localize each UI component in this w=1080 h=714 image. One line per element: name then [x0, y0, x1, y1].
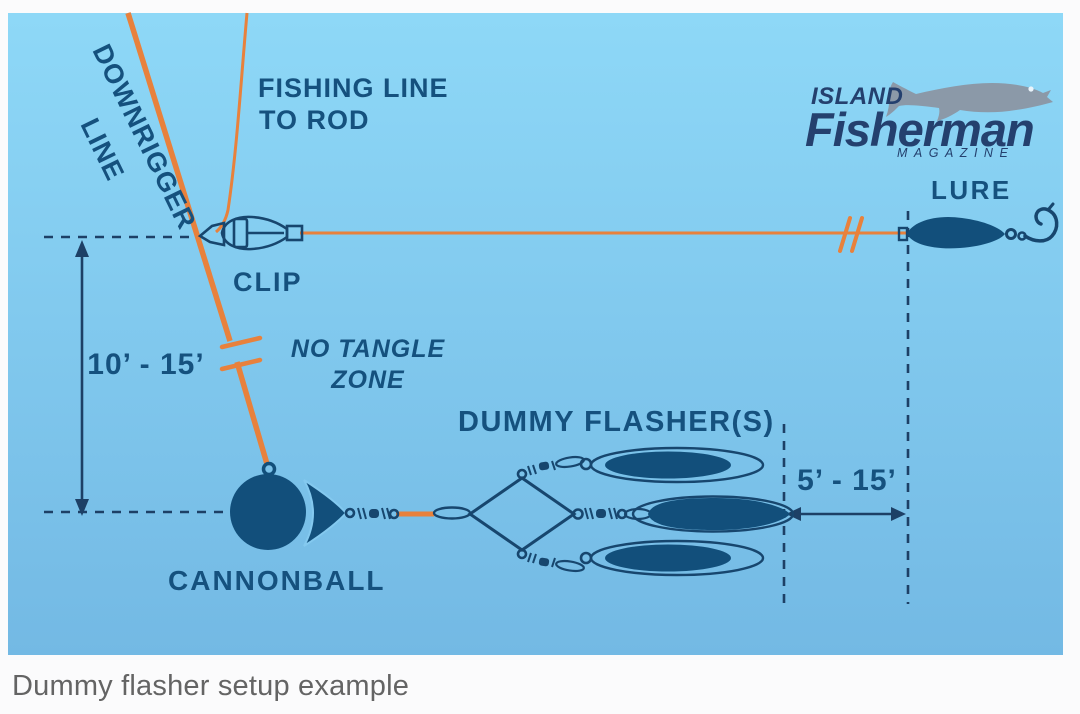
cannonball-swivel-chain: [344, 507, 400, 520]
logo-magazine-text: MAGAZINE: [897, 146, 1014, 160]
cannonball-fin: [303, 479, 348, 547]
fishing-line-label-2: TO ROD: [259, 105, 370, 135]
flasher-spreader: [467, 468, 584, 560]
depth-range-label: 10’ - 15’: [87, 348, 204, 381]
spread-range-label: 5’ - 15’: [797, 464, 897, 497]
cable-break-symbol: [219, 335, 263, 372]
line-break-symbol: [838, 216, 864, 253]
no-tangle-zone-label-1: NO TANGLE: [291, 335, 446, 363]
cannonball-weight: [230, 461, 348, 550]
release-clip: [197, 215, 304, 251]
cannonball-label: CANNONBALL: [168, 565, 386, 596]
logo-fisherman-text: Fisherman: [805, 103, 1034, 156]
dummy-flasher-bottom: [589, 539, 765, 577]
dummy-flasher-top: [589, 446, 765, 484]
fish-eye: [1028, 86, 1034, 92]
bottom-flasher-chain: [527, 551, 593, 573]
lure-label: LURE: [931, 175, 1012, 205]
dummy-flashers-label: DUMMY FLASHER(S): [458, 406, 775, 438]
water-background: [8, 13, 1063, 655]
salmon-fish-icon: [886, 82, 1053, 121]
island-fisherman-logo: ISLAND Fisherman MAGAZINE: [805, 82, 1053, 160]
image-caption: Dummy flasher setup example: [12, 670, 410, 702]
fishing-line-label-1: FISHING LINE: [258, 73, 449, 103]
main-fishing-line: [300, 216, 906, 253]
downrigger-cable: [125, 12, 270, 465]
depth-dimension-arrow: [75, 240, 89, 516]
dummy-flasher-middle: [631, 495, 795, 533]
clip-label: CLIP: [233, 267, 303, 297]
logo-island-text: ISLAND: [811, 83, 903, 110]
hook-icon: [1023, 207, 1059, 243]
lure-spoon: [897, 202, 1059, 249]
no-tangle-zone-label-2: ZONE: [330, 366, 405, 394]
